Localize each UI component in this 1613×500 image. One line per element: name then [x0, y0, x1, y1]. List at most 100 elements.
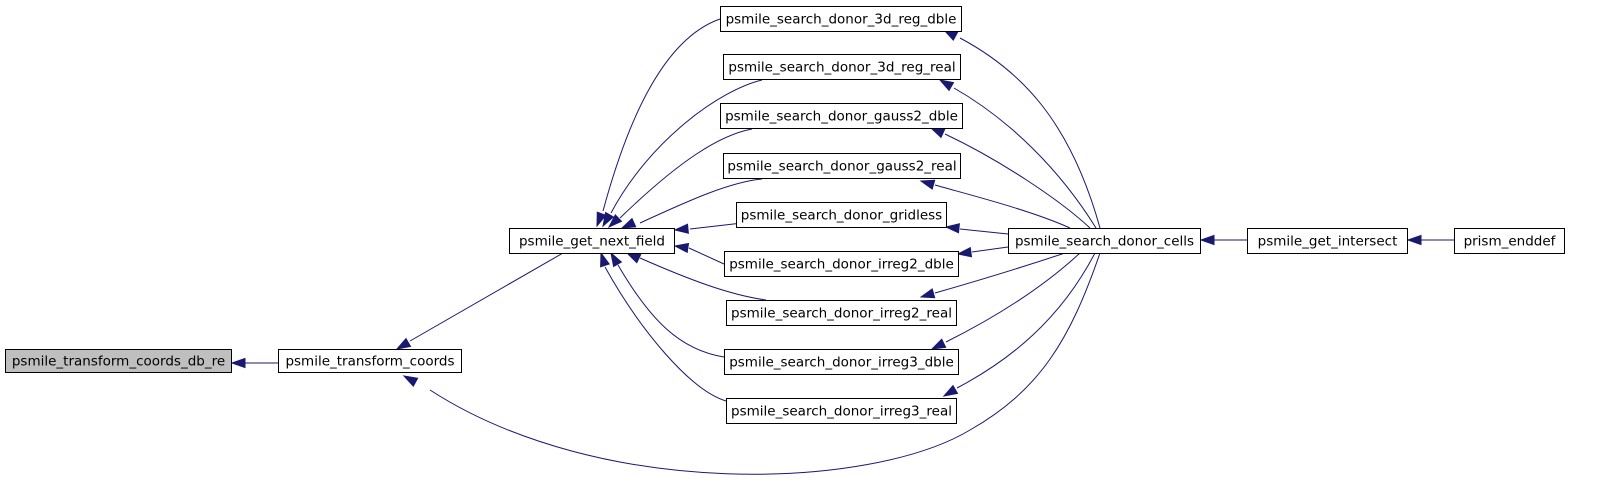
edge-n_cells-to-n_i2_real — [919, 252, 1066, 299]
node-3d-real[interactable]: psmile_search_donor_3d_reg_real — [723, 54, 961, 80]
edge-line — [429, 252, 1101, 475]
edge-n_cells-to-n_i2_dble — [956, 246, 1009, 258]
arrowhead — [1199, 234, 1215, 246]
arrowhead — [620, 217, 637, 229]
node-box — [509, 228, 675, 254]
edge-n_cells-to-n_gridless — [944, 223, 1009, 235]
edge-line — [944, 133, 1091, 229]
edge-line — [934, 252, 1066, 294]
arrowhead — [610, 251, 623, 268]
node-box — [726, 300, 957, 326]
arrowhead — [607, 213, 623, 229]
edge-n_cells-to-n_3d_dble — [942, 29, 1101, 229]
edge-n_cells-to-n_transform — [402, 252, 1101, 475]
node-label: psmile_search_donor_irreg3_real — [731, 404, 952, 420]
arrowhead — [944, 223, 960, 234]
arrowhead — [596, 211, 607, 228]
edge-line — [956, 252, 1096, 389]
node-box — [5, 349, 232, 373]
edge-n_intersect-to-n_cells — [1199, 234, 1247, 246]
edge-line — [959, 228, 1009, 235]
node-next-field[interactable]: psmile_get_next_field — [509, 228, 675, 254]
nodes-layer: psmile_transform_coords_db_re psmile_tran… — [5, 6, 1565, 424]
arrowhead — [929, 127, 946, 139]
node-label: psmile_search_donor_irreg3_dble — [729, 355, 954, 371]
edge-line — [934, 184, 1071, 229]
node-i3-real[interactable]: psmile_search_donor_irreg3_real — [726, 398, 957, 424]
node-label: psmile_get_next_field — [519, 234, 665, 250]
node-box — [1008, 228, 1201, 254]
node-box — [736, 202, 947, 228]
edge-n_cells-to-n_i3_dble — [930, 252, 1081, 350]
edge-n_cells-to-n_g2_real — [919, 179, 1071, 229]
arrowhead — [956, 246, 973, 258]
node-box — [278, 349, 462, 373]
arrowhead — [938, 79, 955, 92]
arrowhead — [919, 288, 936, 299]
edge-line — [604, 266, 727, 402]
edge-line — [688, 247, 725, 265]
edge-line — [971, 246, 1009, 253]
arrowhead — [673, 242, 690, 254]
edge-line — [639, 257, 767, 301]
node-label: psmile_search_donor_gauss2_real — [727, 159, 956, 175]
edge-n_next_field-to-n_transform — [395, 252, 564, 350]
edge-n_g2_real-to-n_next_field — [620, 178, 763, 229]
arrowhead — [395, 337, 412, 350]
node-label: psmile_search_donor_cells — [1015, 234, 1194, 250]
edge-n_transform-to-n_db_re — [230, 357, 278, 369]
node-label: psmile_search_donor_irreg2_dble — [729, 257, 954, 273]
node-enddef[interactable]: prism_enddef — [1454, 228, 1565, 254]
node-label: psmile_search_donor_irreg2_real — [731, 306, 952, 322]
arrowhead — [919, 179, 936, 190]
edge-line — [602, 18, 721, 212]
node-box — [720, 103, 963, 129]
node-box — [726, 398, 957, 424]
node-label: psmile_transform_coords_db_re — [12, 354, 225, 370]
edge-line — [953, 87, 1097, 229]
node-g2-real[interactable]: psmile_search_donor_gauss2_real — [723, 153, 961, 179]
node-cells[interactable]: psmile_search_donor_cells — [1008, 228, 1201, 254]
edges-layer — [230, 18, 1454, 475]
arrowhead — [402, 375, 419, 388]
node-box — [724, 251, 959, 277]
edge-line — [610, 79, 763, 214]
node-g2-dble[interactable]: psmile_search_donor_gauss2_dble — [720, 103, 963, 129]
node-label: psmile_get_intersect — [1258, 234, 1398, 250]
node-box — [723, 54, 961, 80]
node-box — [724, 349, 959, 375]
node-label: psmile_search_donor_gridless — [741, 208, 942, 224]
edge-n_i3_real-to-n_next_field — [600, 251, 727, 402]
node-label: prism_enddef — [1464, 234, 1557, 250]
edge-n_i2_dble-to-n_next_field — [673, 242, 725, 265]
node-i3-dble[interactable]: psmile_search_donor_irreg3_dble — [724, 349, 959, 375]
edge-n_3d_dble-to-n_next_field — [596, 18, 721, 228]
node-label: psmile_search_donor_3d_reg_dble — [726, 12, 957, 28]
edge-line — [617, 264, 725, 358]
node-intersect[interactable]: psmile_get_intersect — [1247, 228, 1408, 254]
node-3d-dble[interactable]: psmile_search_donor_3d_reg_dble — [720, 6, 962, 32]
edge-line — [619, 128, 753, 219]
node-transform[interactable]: psmile_transform_coords — [278, 349, 462, 373]
node-box — [1454, 228, 1565, 254]
arrowhead — [1406, 234, 1422, 246]
arrowhead — [942, 384, 959, 397]
edge-n_cells-to-n_3d_real — [938, 79, 1097, 229]
node-gridless[interactable]: psmile_search_donor_gridless — [736, 202, 947, 228]
node-box — [723, 153, 961, 179]
arrowhead — [230, 357, 246, 369]
edge-line — [639, 178, 763, 224]
node-label: psmile_search_donor_gauss2_dble — [725, 109, 958, 125]
edge-line — [409, 252, 564, 342]
node-label: psmile_transform_coords — [285, 354, 454, 370]
edge-n_g2_dble-to-n_next_field — [607, 128, 753, 229]
node-box — [1247, 228, 1408, 254]
node-i2-real[interactable]: psmile_search_donor_irreg2_real — [726, 300, 957, 326]
arrowhead — [673, 223, 689, 234]
edge-n_cells-to-n_i3_real — [942, 252, 1096, 397]
node-db-re[interactable]: psmile_transform_coords_db_re — [5, 349, 232, 373]
node-box — [720, 6, 962, 32]
edge-n_enddef-to-n_intersect — [1406, 234, 1454, 246]
edge-line — [945, 252, 1081, 343]
node-i2-dble[interactable]: psmile_search_donor_irreg2_dble — [724, 251, 959, 277]
